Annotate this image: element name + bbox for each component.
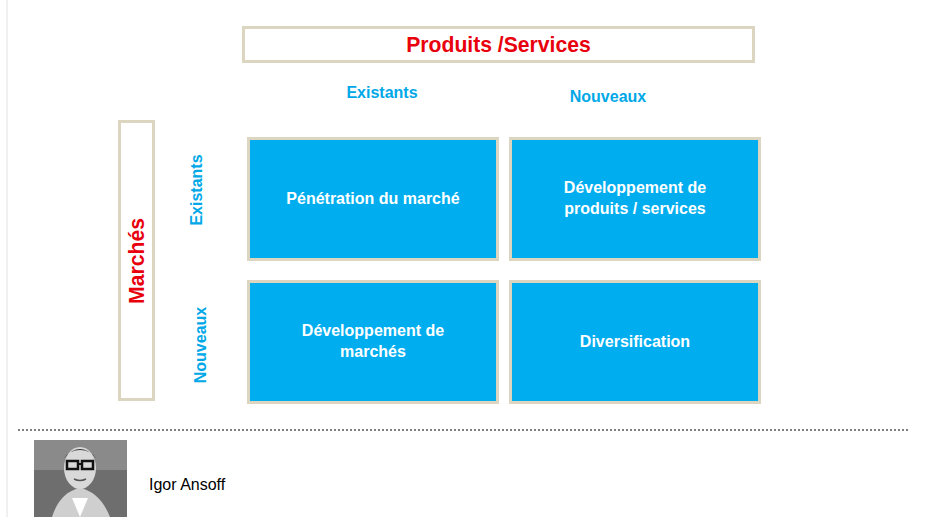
page-edge (7, 0, 8, 517)
box-text: Pénétration du marché (268, 189, 478, 210)
strategy-box: Développement de produits / services (509, 137, 761, 261)
dotted-separator (18, 429, 910, 431)
box-text: Marchés (125, 218, 149, 304)
box-text: Diversification (530, 332, 740, 353)
row-label: Existants (188, 154, 206, 225)
box-text: Développement de marchés (268, 321, 478, 363)
strategy-box: Pénétration du marché (247, 137, 499, 261)
box-text: Produits /Services (406, 33, 591, 57)
strategy-box: Développement de marchés (247, 280, 499, 404)
column-label: Existants (346, 84, 417, 102)
column-label: Nouveaux (570, 88, 646, 106)
axis-title-box: Marchés (118, 120, 155, 401)
person-name: Igor Ansoff (149, 476, 225, 494)
strategy-box: Diversification (509, 280, 761, 404)
row-label: Nouveaux (192, 307, 210, 383)
axis-title-box: Produits /Services (242, 26, 755, 63)
box-text: Développement de produits / services (530, 178, 740, 220)
portrait-photo (34, 440, 127, 517)
